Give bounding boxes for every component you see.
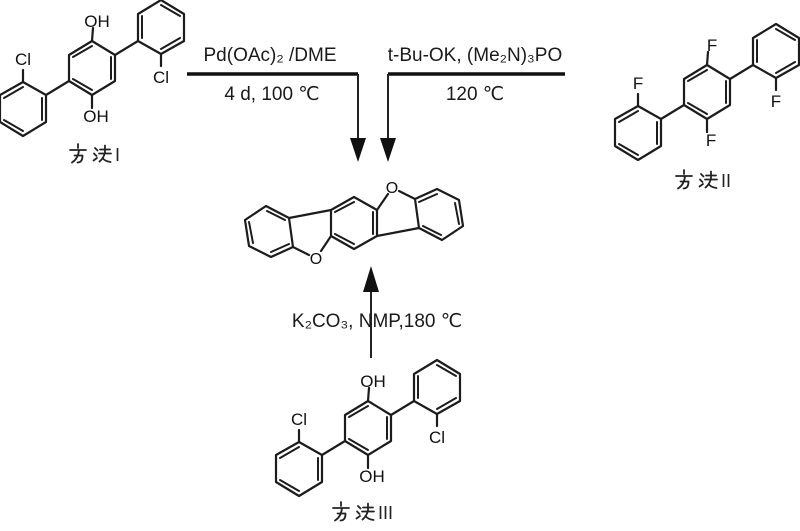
arrow3-arrowhead xyxy=(363,266,379,292)
atom-label-oh-top: OH xyxy=(360,372,386,391)
method2-label-text: 方法II xyxy=(672,169,723,192)
arrow-method2: t-Bu-OK, (Me₂N)₃PO 120 ℃ xyxy=(380,45,565,162)
atom-label-cl-right: Cl xyxy=(429,428,445,447)
atom-label-o-top: O xyxy=(386,180,398,197)
arrow2-arrowhead xyxy=(380,138,396,162)
label-method1: 方法I I xyxy=(66,143,120,166)
atom-label-cl-right: Cl xyxy=(153,68,169,87)
structure-method2: F F F F xyxy=(613,22,800,162)
structure-method3: OH OH Cl Cl xyxy=(274,358,462,498)
reagent-r2-above: t-Bu-OK, (Me₂N)₃PO xyxy=(388,45,563,66)
arrow-method1: Pd(OAc)₂ /DME 4 d, 100 ℃ xyxy=(187,45,366,162)
reagent-r2-below: 120 ℃ xyxy=(446,84,504,105)
reagent-r1-below: 4 d, 100 ℃ xyxy=(224,84,319,105)
atom-label-f-top: F xyxy=(707,36,717,55)
structure-method1: OH OH Cl Cl xyxy=(0,0,186,138)
structure-product: O O xyxy=(243,180,465,268)
atom-label-oh-top: OH xyxy=(84,12,110,31)
product-double-bonds xyxy=(248,193,460,253)
arrow1-arrowhead xyxy=(350,138,366,162)
product-bonds xyxy=(243,187,465,259)
label-method2: 方法II II xyxy=(672,169,731,192)
arrow-method3: K₂CO₃, NMP,180 ℃ xyxy=(292,266,462,358)
method2-numeral: II xyxy=(721,171,731,191)
label-method3: 方法III III xyxy=(332,501,393,523)
reagent-r3-label: K₂CO₃, NMP,180 ℃ xyxy=(292,311,462,332)
reagent-r1-above: Pd(OAc)₂ /DME xyxy=(204,45,337,66)
atom-label-oh-bottom: OH xyxy=(83,107,109,126)
atom-label-cl-left: Cl xyxy=(15,50,31,69)
atom-label-f-left: F xyxy=(633,74,643,93)
atom-label-f-right: F xyxy=(771,92,781,111)
method3-numeral: III xyxy=(378,503,393,523)
atom-label-cl-left: Cl xyxy=(291,410,307,429)
method1-numeral: I xyxy=(115,145,120,165)
method1-label-text: 方法I xyxy=(66,143,112,166)
atom-label-oh-bottom: OH xyxy=(359,467,385,486)
atom-label-f-bottom: F xyxy=(706,131,716,150)
atom-label-o-bottom: O xyxy=(310,251,322,268)
